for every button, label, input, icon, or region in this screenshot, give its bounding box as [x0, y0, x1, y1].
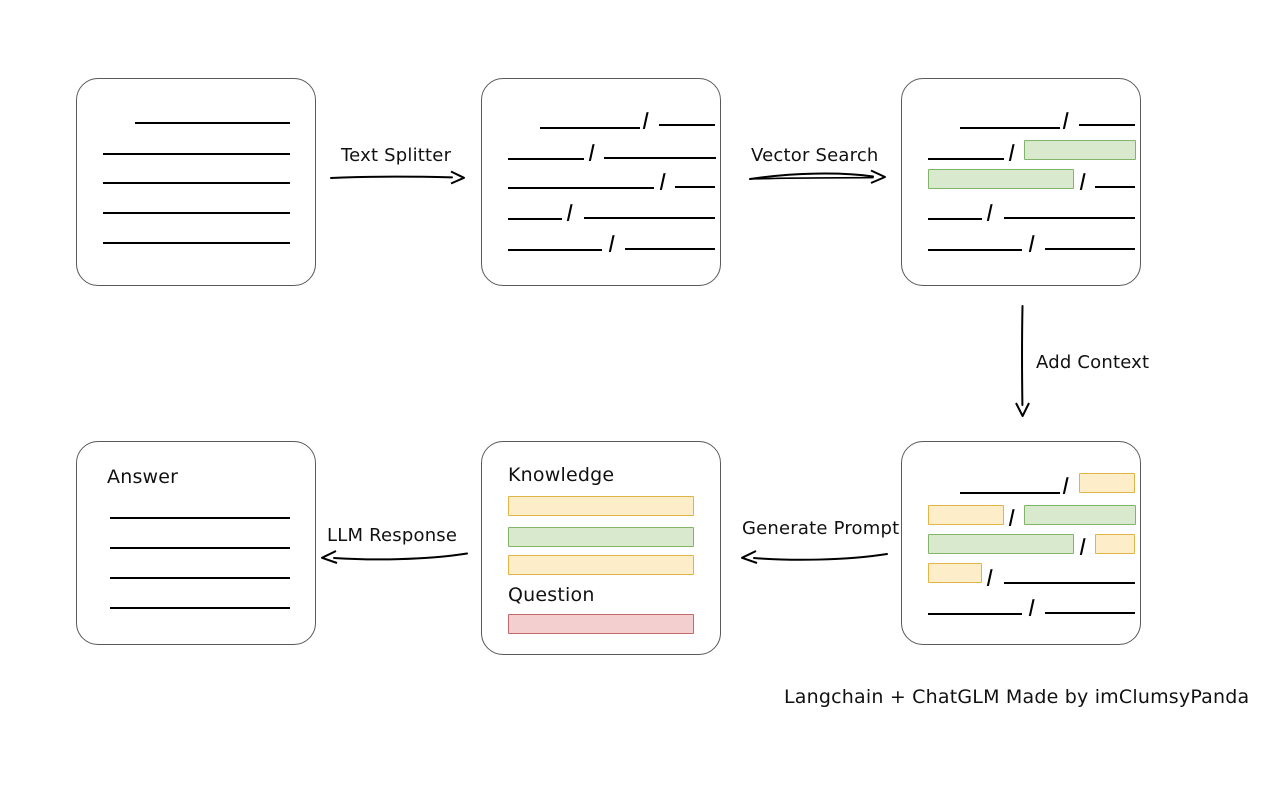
document-line-segment	[960, 492, 1060, 494]
document-line-segment	[928, 158, 1004, 160]
llm-response-arrow	[320, 548, 468, 566]
vector-search-arrow	[749, 168, 887, 186]
split-document-box[interactable]: / / / / /	[481, 78, 721, 286]
document-line-segment	[1004, 582, 1135, 584]
knowledge-chip	[508, 555, 694, 575]
knowledge-label: Knowledge	[508, 464, 615, 486]
knowledge-chip	[508, 527, 694, 547]
text-splitter-arrow-label: Text Splitter	[341, 145, 452, 166]
split-separator: /	[657, 168, 668, 194]
document-line	[103, 153, 290, 155]
split-separator: /	[606, 230, 617, 256]
context-chunk-highlight	[1079, 473, 1135, 493]
context-chunk-highlight	[928, 505, 1004, 525]
document-line-segment	[659, 124, 715, 126]
llm-response-arrow-label: LLM Response	[327, 525, 458, 546]
generate-prompt-arrow	[740, 548, 888, 566]
document-line-segment	[625, 248, 715, 250]
question-label: Question	[508, 584, 595, 606]
document-line-segment	[508, 158, 584, 160]
document-line-segment	[584, 217, 715, 219]
document-line-segment	[1045, 612, 1135, 614]
document-line-segment	[1004, 217, 1135, 219]
context-chunk-highlight	[1095, 534, 1135, 554]
add-context-arrow-label: Add Context	[1036, 352, 1150, 373]
context-document-box[interactable]: / / / / /	[901, 441, 1141, 645]
document-line-segment	[928, 218, 982, 220]
answer-line	[110, 607, 290, 609]
prompt-box[interactable]: Knowledge Question	[481, 441, 721, 655]
vector-search-arrow-label: Vector Search	[751, 145, 879, 166]
split-separator: /	[1006, 139, 1017, 165]
document-line-segment	[1095, 186, 1135, 188]
context-chunk-highlight	[1024, 505, 1136, 525]
answer-label: Answer	[107, 466, 179, 488]
document-line	[135, 122, 290, 124]
document-line-segment	[960, 127, 1060, 129]
document-line	[103, 242, 290, 244]
split-separator: /	[640, 107, 651, 133]
footer-credit: Langchain + ChatGLM Made by imClumsyPand…	[784, 686, 1250, 708]
document-line-segment	[508, 187, 654, 189]
context-chunk-highlight	[928, 563, 982, 583]
split-separator: /	[1026, 230, 1037, 256]
generate-prompt-arrow-label: Generate Prompt	[742, 518, 900, 539]
answer-line	[110, 517, 290, 519]
split-separator: /	[984, 199, 995, 225]
document-line	[103, 212, 290, 214]
document-line-segment	[1079, 124, 1135, 126]
split-separator: /	[1060, 472, 1071, 498]
answer-box[interactable]: Answer	[76, 441, 316, 645]
document-line-segment	[508, 249, 602, 251]
split-separator: /	[1060, 107, 1071, 133]
matched-chunk-highlight	[1024, 140, 1136, 160]
source-document-box[interactable]	[76, 78, 316, 286]
text-splitter-arrow	[330, 170, 466, 186]
answer-line	[110, 577, 290, 579]
split-separator: /	[586, 139, 597, 165]
document-line-segment	[604, 157, 716, 159]
document-line-segment	[928, 249, 1022, 251]
document-line-segment	[508, 218, 562, 220]
document-line-segment	[928, 613, 1022, 615]
question-chip	[508, 614, 694, 634]
split-separator: /	[984, 564, 995, 590]
context-chunk-highlight	[928, 534, 1074, 554]
split-separator: /	[564, 199, 575, 225]
matched-chunk-highlight	[928, 169, 1074, 189]
document-line	[103, 182, 290, 184]
split-separator: /	[1077, 168, 1088, 194]
document-line-segment	[1045, 248, 1135, 250]
answer-line	[110, 547, 290, 549]
split-separator: /	[1006, 504, 1017, 530]
matched-document-box[interactable]: / / / / /	[901, 78, 1141, 286]
split-separator: /	[1077, 533, 1088, 559]
add-context-arrow	[1013, 305, 1033, 417]
knowledge-chip	[508, 496, 694, 516]
document-line-segment	[675, 186, 715, 188]
split-separator: /	[1026, 594, 1037, 620]
document-line-segment	[540, 127, 640, 129]
